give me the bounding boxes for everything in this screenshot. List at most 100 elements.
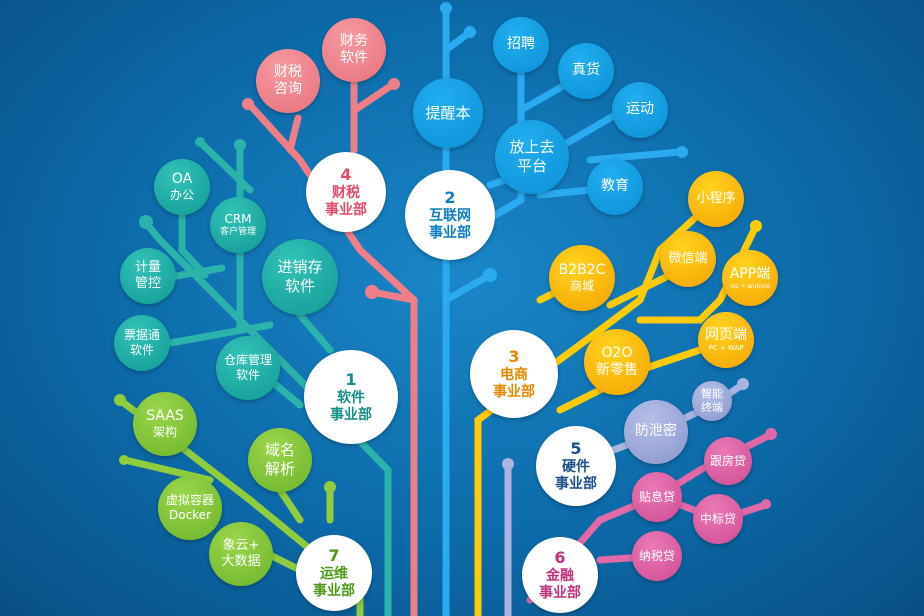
dept-number: 7 xyxy=(328,545,340,565)
node-recruit[interactable]: 招聘 xyxy=(493,17,549,73)
node-label: 运动 xyxy=(626,101,654,118)
node-label: 财税 xyxy=(274,63,302,80)
node-reminder[interactable]: 提醒本 xyxy=(413,78,483,148)
node-label: 终端 xyxy=(701,401,723,414)
node-label: 软件 xyxy=(340,50,368,66)
dept-label: 运维 xyxy=(320,565,348,582)
node-label: 架构 xyxy=(152,425,177,440)
dept-label: 金融 xyxy=(546,567,574,584)
node-label: 跟房贷 xyxy=(709,453,746,468)
node-label: 软件 xyxy=(235,368,260,382)
node-label: 计量 xyxy=(134,259,161,275)
node-label: 大数据 xyxy=(221,554,261,569)
node-label: 域名 xyxy=(264,441,295,460)
node-label: 小程序 xyxy=(696,190,736,206)
node-mortgage-loan[interactable]: 跟房贷 xyxy=(704,437,752,485)
dept-label: 财税 xyxy=(332,184,360,201)
ecommerce-branch-tips xyxy=(750,220,762,232)
node-label: 软件 xyxy=(129,343,154,357)
node-label: APP端 xyxy=(729,265,771,282)
node-label: 放上去 xyxy=(509,138,555,157)
node-label: O2O xyxy=(601,344,633,361)
node-label: 招聘 xyxy=(507,36,535,53)
node-platform[interactable]: 放上去平台 xyxy=(495,120,569,194)
node-label: 办公 xyxy=(169,188,194,203)
node-label: 贴息贷 xyxy=(638,489,675,504)
dept-number: 1 xyxy=(345,369,357,389)
node-label: 新零售 xyxy=(596,362,638,378)
node-label: 中标贷 xyxy=(699,511,736,526)
node-label: 教育 xyxy=(601,178,629,195)
node-label: 微信端 xyxy=(668,250,708,266)
node-finance-software[interactable]: 财务软件 xyxy=(322,18,386,82)
software-branch-tips xyxy=(139,137,246,229)
dept-number: 3 xyxy=(508,346,520,366)
node-bid-loan[interactable]: 中标贷 xyxy=(693,494,743,544)
node-domain[interactable]: 域名解析 xyxy=(248,428,312,492)
dept-label: 电商 xyxy=(500,366,528,383)
node-label: 提醒本 xyxy=(425,103,471,122)
node-label: 防泄密 xyxy=(635,423,677,440)
tax-branch-tips xyxy=(242,78,400,299)
node-label: 真货 xyxy=(572,62,600,79)
dept-label: 事业部 xyxy=(429,225,471,241)
node-label: 咨询 xyxy=(274,81,302,97)
node-bigdata[interactable]: 象云+大数据 xyxy=(209,522,273,586)
node-genuine-goods[interactable]: 真货 xyxy=(558,43,614,99)
dept-number: 6 xyxy=(554,547,566,567)
node-label: 纳税贷 xyxy=(638,548,675,563)
software-branches xyxy=(141,138,392,616)
dept-label: 软件 xyxy=(337,389,365,406)
node-education[interactable]: 教育 xyxy=(587,159,643,215)
ops-branches xyxy=(116,396,364,616)
dept-label: 事业部 xyxy=(539,585,581,601)
node-mini-program[interactable]: 小程序 xyxy=(688,171,744,227)
node-smart-terminal[interactable]: 智能终端 xyxy=(692,381,732,421)
node-label: 软件 xyxy=(284,277,315,295)
node-label: 智能 xyxy=(701,387,723,401)
node-label: OA xyxy=(171,170,193,187)
node-label: 商城 xyxy=(569,279,594,294)
node-wechat[interactable]: 微信端 xyxy=(660,231,716,287)
node-label: CRM xyxy=(224,211,252,226)
node-label: 解析 xyxy=(264,460,295,478)
hardware-branch-tips xyxy=(502,378,749,470)
node-label: B2B2C xyxy=(558,261,606,278)
dept-number: 2 xyxy=(444,187,456,207)
node-label: 客户管理 xyxy=(219,226,256,237)
node-sports[interactable]: 运动 xyxy=(612,82,668,138)
node-metering[interactable]: 计量管控 xyxy=(120,248,176,304)
node-label: 仓库管理 xyxy=(223,353,272,367)
node-anti-leak[interactable]: 防泄密 xyxy=(624,400,688,464)
node-label: 网页端 xyxy=(705,326,747,343)
ops-branch-tips xyxy=(114,394,336,493)
node-label: 进销存 xyxy=(277,258,323,277)
node-tax-loan[interactable]: 纳税贷 xyxy=(632,531,682,581)
node-label: 票据通 xyxy=(123,328,160,342)
node-invoice-software[interactable]: 票据通软件 xyxy=(114,315,170,371)
dept-label: 事业部 xyxy=(555,476,597,492)
node-label: 财务 xyxy=(340,32,368,49)
node-discount-loan[interactable]: 贴息贷 xyxy=(632,472,682,522)
node-inventory-software[interactable]: 进销存软件 xyxy=(262,239,338,315)
node-warehouse-software[interactable]: 仓库管理软件 xyxy=(216,336,280,400)
node-tax-consulting[interactable]: 财税咨询 xyxy=(256,49,320,113)
dept-label: 事业部 xyxy=(325,202,367,218)
dept-number: 4 xyxy=(340,164,352,184)
